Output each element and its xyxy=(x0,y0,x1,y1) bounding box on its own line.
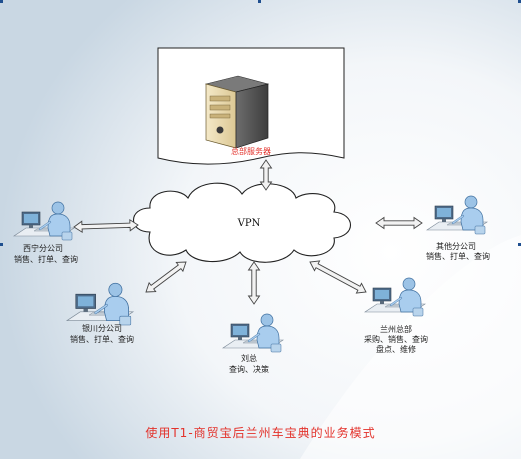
xining-desc: 销售、打单、查询 xyxy=(14,255,78,264)
diagram-caption: 使用T1-商贸宝后兰州车宝典的业务模式 xyxy=(145,426,376,440)
corner-marker xyxy=(518,243,521,246)
background-swoosh xyxy=(300,235,521,459)
other-desc: 销售、打单、查询 xyxy=(426,252,490,261)
arrow-other-vpn xyxy=(375,216,423,230)
arrow-yinchuan-vpn xyxy=(145,261,187,293)
arrow-liuzong-vpn xyxy=(247,261,261,305)
lanzhou-desc-1: 采购、销售、查询 xyxy=(364,335,428,344)
corner-marker xyxy=(0,0,3,3)
corner-marker xyxy=(518,0,521,3)
corner-marker xyxy=(0,243,3,246)
other-name: 其他分公司 xyxy=(436,242,476,251)
liuzong-desc: 查询、决策 xyxy=(229,365,269,374)
vpn-label: VPN xyxy=(237,218,261,229)
arrow-xining-vpn xyxy=(73,218,139,234)
yinchuan-desc: 销售、打单、查询 xyxy=(70,335,134,344)
lanzhou-desc-2: 盘点、维修 xyxy=(376,345,416,354)
server-icon xyxy=(204,75,270,149)
arrow-server-vpn xyxy=(259,159,273,191)
arrow-lanzhou-vpn xyxy=(309,260,367,294)
liuzong-name: 刘总 xyxy=(241,354,257,363)
connector-arrows xyxy=(73,159,423,305)
lanzhou-name: 兰州总部 xyxy=(380,325,412,334)
server-label: 总部服务器 xyxy=(231,147,271,156)
xining-name: 西宁分公司 xyxy=(23,244,63,253)
yinchuan-name: 银川分公司 xyxy=(82,324,122,333)
corner-marker xyxy=(258,0,261,3)
vpn-cloud xyxy=(133,182,351,263)
